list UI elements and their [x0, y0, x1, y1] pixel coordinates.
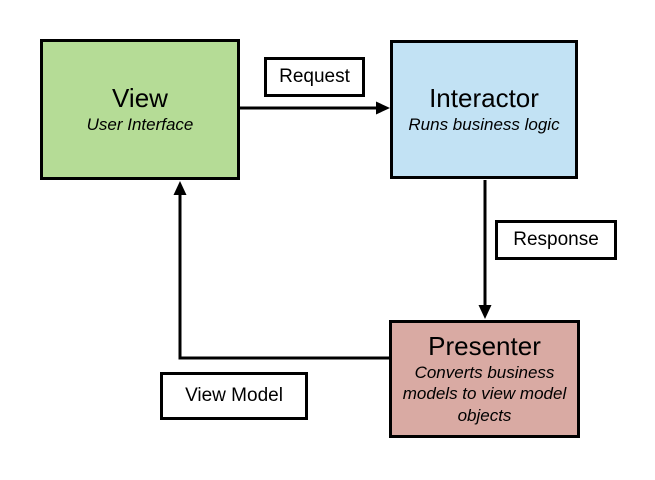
- presenter-node: Presenter Converts business models to vi…: [389, 320, 580, 438]
- interactor-node-title: Interactor: [429, 82, 539, 113]
- presenter-node-subtitle: Converts business models to view model o…: [402, 363, 567, 425]
- request-arrow: [240, 101, 390, 115]
- view-node-subtitle: User Interface: [86, 114, 194, 134]
- view-model-edge-label: View Model: [160, 372, 308, 420]
- view-model-arrow: [173, 181, 389, 360]
- presenter-node-title: Presenter: [428, 331, 541, 362]
- view-node-title: View: [112, 82, 168, 113]
- request-edge-label: Request: [264, 57, 365, 97]
- response-edge-label: Response: [495, 220, 617, 260]
- view-node: View User Interface: [40, 39, 240, 180]
- interactor-node-subtitle: Runs business logic: [408, 114, 560, 134]
- response-arrow: [478, 180, 492, 319]
- interactor-node: Interactor Runs business logic: [390, 40, 578, 179]
